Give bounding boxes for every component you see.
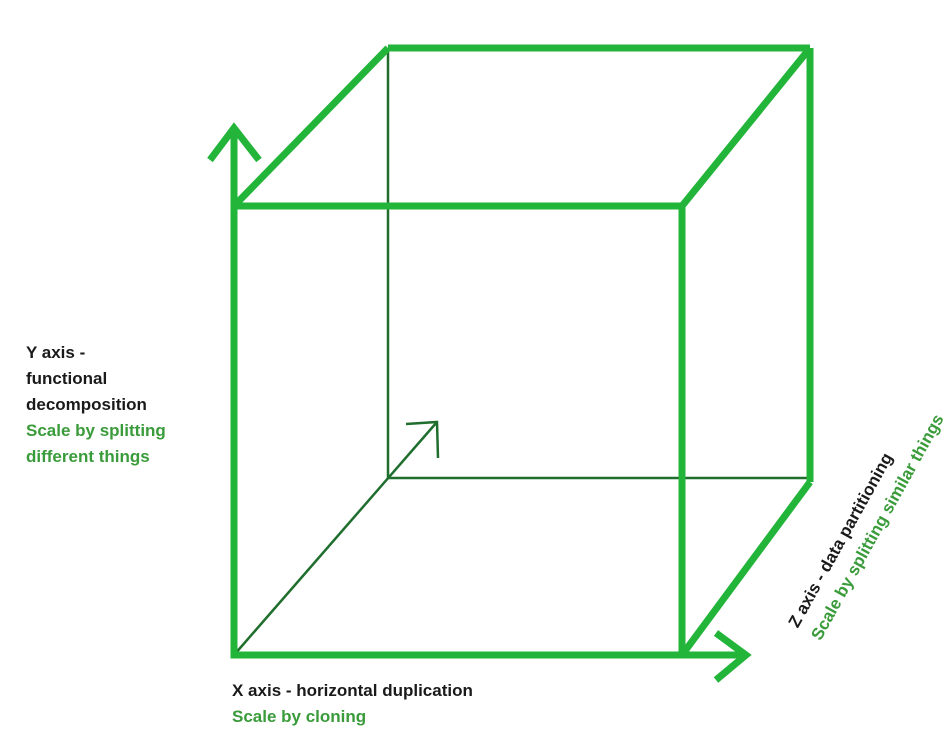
cube-top-right-diagonal	[679, 45, 813, 209]
z-axis-inner-arrowhead	[405, 420, 440, 459]
cube-top-left-diagonal	[231, 45, 391, 209]
x-axis-arrowhead	[713, 630, 752, 683]
y-axis-title-line2: functional	[26, 369, 108, 388]
x-axis-label: X axis - horizontal duplication Scale by…	[232, 678, 473, 730]
x-axis-desc: Scale by cloning	[232, 707, 367, 726]
y-axis-title-line3: decomposition	[26, 395, 147, 414]
y-axis-desc-line2: different things	[26, 447, 150, 466]
y-axis-arrowhead	[207, 122, 262, 163]
x-axis-title: X axis - horizontal duplication	[232, 681, 473, 700]
cube-bottom-right-diagonal	[679, 479, 813, 658]
z-axis-inner-line	[233, 421, 438, 656]
y-axis-desc-line1: Scale by splitting	[26, 421, 166, 440]
y-axis-title-line1: Y axis -	[26, 343, 86, 362]
cube-front-face	[230, 202, 686, 659]
y-axis-label: Y axis - functional decomposition Scale …	[26, 340, 166, 470]
